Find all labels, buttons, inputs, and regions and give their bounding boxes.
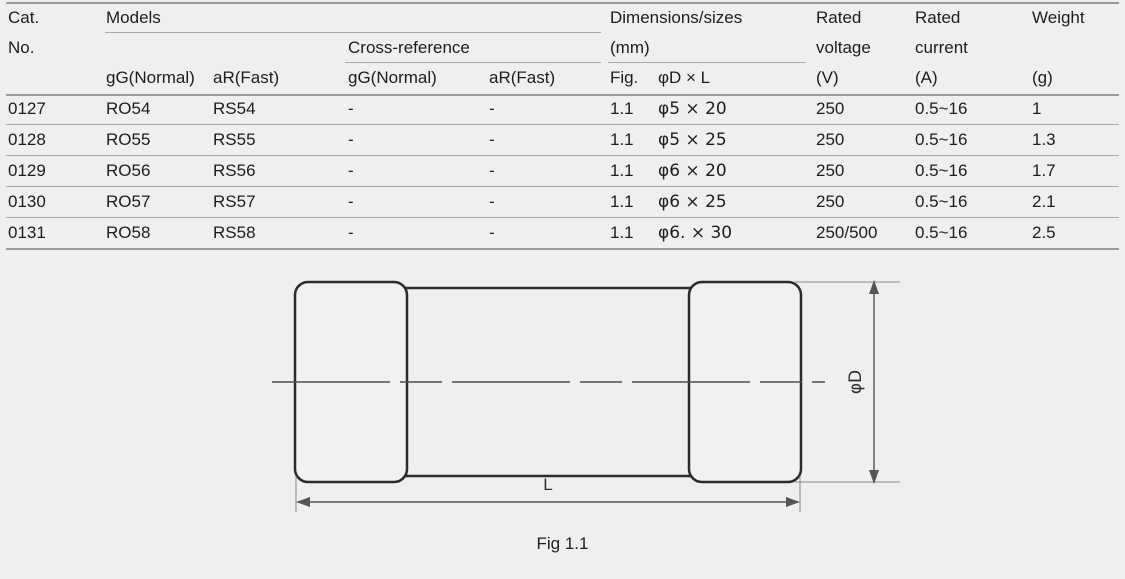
cell-fig: 1.1 <box>610 99 634 118</box>
header-fig: Fig. <box>610 68 639 87</box>
cell-rated-voltage: 250 <box>816 161 845 180</box>
header-dimensions-line1: Dimensions/sizes <box>610 8 743 27</box>
cell-model-gg: RO57 <box>106 192 151 211</box>
table-bottom-rule <box>6 248 1119 250</box>
cell-rated-voltage: 250 <box>816 192 845 211</box>
header-models-ar: aR(Fast) <box>213 68 280 87</box>
cell-model-ar: RS55 <box>213 130 256 149</box>
cell-fig: 1.1 <box>610 192 634 211</box>
cell-xref-ar: - <box>489 192 495 211</box>
cell-model-ar: RS58 <box>213 223 256 242</box>
cell-rated-voltage: 250 <box>816 99 845 118</box>
header-cat-no-line1: Cat. <box>8 8 40 27</box>
cell-xref-gg: - <box>348 192 354 211</box>
row-rule-2 <box>6 155 1119 156</box>
header-cat-no-line2: No. <box>8 38 35 57</box>
cell-cat-no: 0131 <box>8 223 46 242</box>
header-weight-unit: (g) <box>1032 68 1053 87</box>
length-label: L <box>543 475 552 494</box>
cell-model-gg: RO56 <box>106 161 151 180</box>
table-top-rule <box>6 2 1119 4</box>
row-rule-1 <box>6 124 1119 125</box>
cell-cat-no: 0128 <box>8 130 46 149</box>
header-weight: Weight <box>1032 8 1085 27</box>
cell-cat-no: 0130 <box>8 192 46 211</box>
models-group-rule <box>105 32 601 33</box>
header-rated-voltage-unit: (V) <box>816 68 839 87</box>
cell-xref-ar: - <box>489 99 495 118</box>
cell-xref-gg: - <box>348 223 354 242</box>
cell-rated-current: 0.5~16 <box>915 192 968 211</box>
header-xref-gg: gG(Normal) <box>348 68 437 87</box>
length-arrow-left <box>296 497 310 507</box>
cell-weight: 1.3 <box>1032 130 1056 149</box>
header-rated-current-line1: Rated <box>915 8 961 27</box>
row-rule-4 <box>6 217 1119 218</box>
diameter-label: φD <box>846 370 866 394</box>
figure-caption: Fig 1.1 <box>536 534 589 553</box>
cell-cat-no: 0127 <box>8 99 46 118</box>
dimensions-group-rule <box>608 62 806 63</box>
cell-weight: 2.5 <box>1032 223 1056 242</box>
cell-rated-current: 0.5~16 <box>915 130 968 149</box>
cell-xref-ar: - <box>489 223 495 242</box>
header-diameter-length: φD × L <box>658 68 711 87</box>
cell-weight: 1.7 <box>1032 161 1056 180</box>
header-rated-current-unit: (A) <box>915 68 938 87</box>
cell-rated-voltage: 250 <box>816 130 845 149</box>
header-rated-voltage-line2: voltage <box>816 38 871 57</box>
header-models: Models <box>106 8 161 27</box>
cell-xref-gg: - <box>348 130 354 149</box>
cell-model-gg: RO54 <box>106 99 151 118</box>
cell-rated-current: 0.5~16 <box>915 223 968 242</box>
cell-model-gg: RO55 <box>106 130 151 149</box>
header-models-gg: gG(Normal) <box>106 68 195 87</box>
cross-reference-rule <box>345 62 601 63</box>
cell-model-ar: RS56 <box>213 161 256 180</box>
fuse-drawing-svg: φD L <box>272 280 900 512</box>
cell-dimension: φ5 × 25 <box>658 130 727 150</box>
fuse-dimension-diagram: φD L Fig 1.1 <box>0 262 1125 579</box>
length-arrow-right <box>786 497 800 507</box>
cell-dimension: φ6 × 20 <box>658 161 727 181</box>
header-rated-voltage-line1: Rated <box>816 8 862 27</box>
cell-dimension: φ6. × 30 <box>658 223 733 243</box>
cell-xref-gg: - <box>348 161 354 180</box>
cell-xref-gg: - <box>348 99 354 118</box>
cell-cat-no: 0129 <box>8 161 46 180</box>
cell-dimension: φ5 × 20 <box>658 99 727 119</box>
cell-fig: 1.1 <box>610 161 634 180</box>
cell-model-gg: RO58 <box>106 223 151 242</box>
header-dimensions-line2: (mm) <box>610 38 650 57</box>
cell-xref-ar: - <box>489 161 495 180</box>
diameter-arrow-down <box>869 470 879 484</box>
header-rated-current-line2: current <box>915 38 968 57</box>
cell-dimension: φ6 × 25 <box>658 192 727 212</box>
cell-model-ar: RS57 <box>213 192 256 211</box>
cell-xref-ar: - <box>489 130 495 149</box>
diameter-arrow-up <box>869 280 879 294</box>
cell-model-ar: RS54 <box>213 99 256 118</box>
cell-rated-current: 0.5~16 <box>915 161 968 180</box>
cell-rated-current: 0.5~16 <box>915 99 968 118</box>
cell-fig: 1.1 <box>610 223 634 242</box>
header-cross-reference: Cross-reference <box>348 38 470 57</box>
cell-fig: 1.1 <box>610 130 634 149</box>
header-xref-ar: aR(Fast) <box>489 68 556 87</box>
cell-weight: 1 <box>1032 99 1042 118</box>
header-bottom-rule <box>6 94 1119 96</box>
row-rule-3 <box>6 186 1119 187</box>
cell-weight: 2.1 <box>1032 192 1056 211</box>
cell-rated-voltage: 250/500 <box>816 223 878 242</box>
